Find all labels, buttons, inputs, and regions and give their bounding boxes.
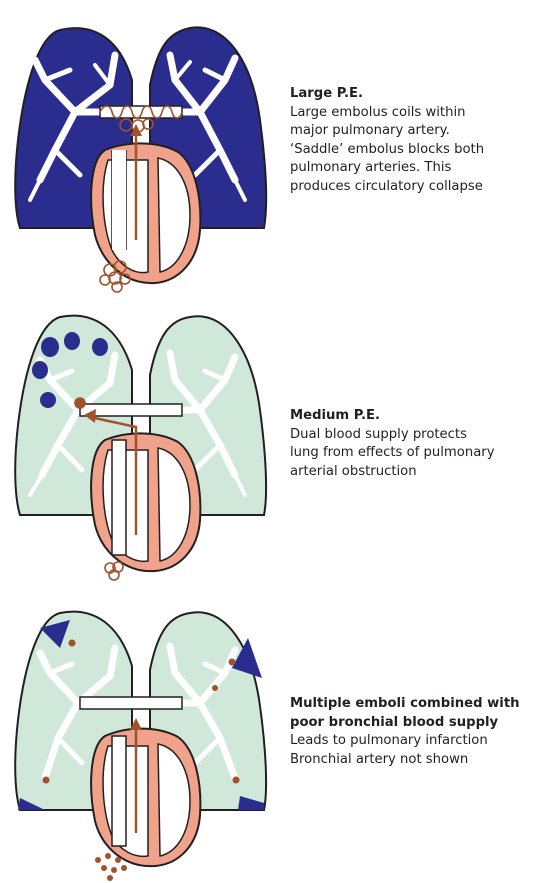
- embolus-in-branch: [75, 398, 85, 408]
- large-pe-line-1: Large embolus coils within: [290, 104, 484, 123]
- multiple-emboli-line-2: Bronchial artery not shown: [290, 751, 520, 770]
- medium-pe-line-1: Dual blood supply protects: [290, 426, 495, 445]
- medium-pe-line-2: lung from effects of pulmonary: [290, 444, 495, 463]
- large-pe-line-4: pulmonary arteries. This: [290, 159, 484, 178]
- large-pe-title: Large P.E.: [290, 85, 484, 104]
- medium-pe-line-3: arterial obstruction: [290, 463, 495, 482]
- large-pe-line-5: produces circulatory collapse: [290, 178, 484, 197]
- multiple-emboli-line-1: Leads to pulmonary infarction: [290, 732, 520, 751]
- multiple-emboli-caption: Multiple emboli combined with poor bronc…: [290, 695, 520, 769]
- multiple-emboli-illustration: [0, 598, 280, 883]
- large-pe-illustration: [0, 0, 280, 295]
- panel-medium-pe: Medium P.E. Dual blood supply protects l…: [0, 305, 558, 585]
- medium-pe-caption: Medium P.E. Dual blood supply protects l…: [290, 407, 495, 481]
- medium-pe-title: Medium P.E.: [290, 407, 495, 426]
- large-pe-line-2: major pulmonary artery.: [290, 122, 484, 141]
- venous-embolus: [105, 562, 123, 580]
- large-pe-caption: Large P.E. Large embolus coils within ma…: [290, 85, 484, 196]
- multiple-emboli-title-2: poor bronchial blood supply: [290, 714, 520, 733]
- medium-pe-illustration: [0, 305, 280, 585]
- multiple-emboli-title-1: Multiple emboli combined with: [290, 695, 520, 714]
- large-pe-line-3: ‘Saddle’ embolus blocks both: [290, 141, 484, 160]
- panel-multiple-emboli: Multiple emboli combined with poor bronc…: [0, 598, 558, 883]
- panel-large-pe: Large P.E. Large embolus coils within ma…: [0, 0, 558, 295]
